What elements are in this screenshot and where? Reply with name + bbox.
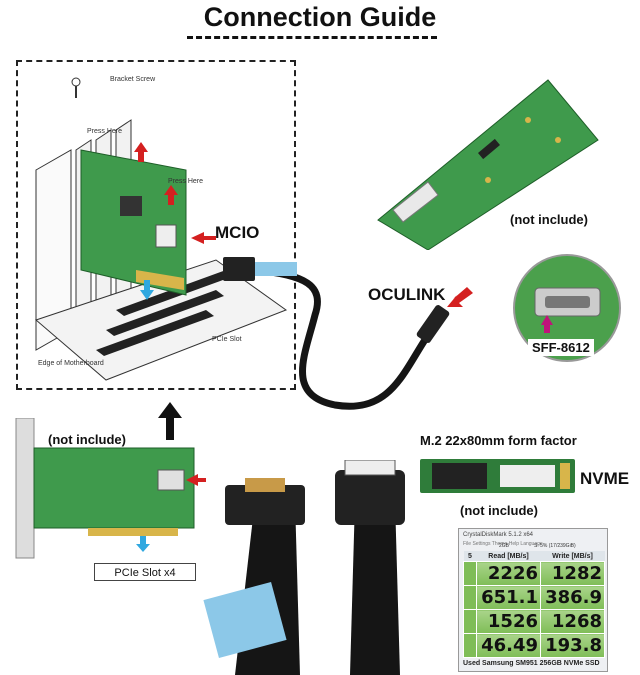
label-not-include-top: (not include): [510, 212, 588, 227]
label-mcio: MCIO: [215, 223, 260, 242]
label-press-here-2: Press Here: [168, 178, 204, 185]
label-motherboard: Edge of Motherboard: [38, 360, 104, 367]
m2-adapter-board: [377, 79, 599, 250]
label-sff-8612: SFF-8612: [528, 339, 594, 356]
mcio-to-oculink-cable: [223, 257, 473, 410]
read-value: 2226: [476, 561, 541, 586]
read-value: 651.1: [476, 585, 541, 610]
read-value: 46.49: [476, 633, 541, 658]
pcie-slot-shape: [116, 270, 234, 316]
benchmark-size: 2GB: [499, 543, 510, 549]
benchmark-app-title: CrystalDiskMark 5.1.2 x64: [463, 532, 534, 538]
oculink-plug: [335, 470, 405, 525]
write-value: 386.9: [540, 585, 605, 610]
arrow-magenta: [541, 315, 553, 333]
benchmark-read-header: Read [MB/s]: [476, 551, 541, 562]
benchmark-drive: S: 5% (17/239GiB): [534, 543, 576, 549]
label-press-here-1: Press Here: [87, 128, 123, 135]
cable-closeups: [203, 460, 405, 675]
mcio-connector: [223, 257, 255, 281]
sff-8612-zoom: [513, 254, 621, 362]
pull-tab: [255, 262, 297, 276]
screw-icon: [71, 77, 81, 98]
mcio-plug: [225, 485, 305, 525]
write-value: 193.8: [540, 633, 605, 658]
title-underline: [187, 36, 437, 39]
page-title: Connection Guide: [203, 2, 437, 32]
card-pcb-shape: [80, 149, 187, 296]
benchmark-write-header: Write [MB/s]: [540, 551, 605, 562]
read-value: 1526: [476, 609, 541, 634]
label-not-include-ssd: (not include): [460, 503, 538, 518]
pull-tab-closeup: [203, 581, 287, 659]
card-bracket: [15, 418, 35, 559]
installation-diagram-frame: [16, 60, 296, 390]
benchmark-menu: File Settings Theme Help Language: [463, 541, 543, 547]
label-m2-form-factor: M.2 22x80mm form factor: [420, 433, 577, 448]
label-nvme: NVME: [580, 469, 630, 488]
label-pcie-slot: PCIe Slot: [212, 336, 242, 343]
benchmark-window: CrystalDiskMark 5.1.2 x64 File Settings …: [458, 528, 608, 672]
oculink-connector: [416, 305, 450, 343]
benchmark-footer: Used Samsung SM951 256GB NVMe SSD: [463, 660, 600, 667]
label-not-include-left: (not include): [48, 432, 126, 447]
installation-diagram: [35, 77, 288, 381]
arrow-up-icon: [158, 402, 182, 440]
label-bracket-screw: Bracket Screw: [110, 76, 156, 83]
write-value: 1282: [540, 561, 605, 586]
label-oculink: OCULINK: [368, 285, 446, 304]
nvme-ssd: [420, 459, 575, 493]
benchmark-runs: 5: [463, 551, 477, 562]
pcie-adapter-card: [15, 418, 206, 559]
write-value: 1268: [540, 609, 605, 634]
pcie-slot-x4-box: PCIe Slot x4: [94, 563, 196, 581]
arrow-red: [191, 232, 216, 244]
